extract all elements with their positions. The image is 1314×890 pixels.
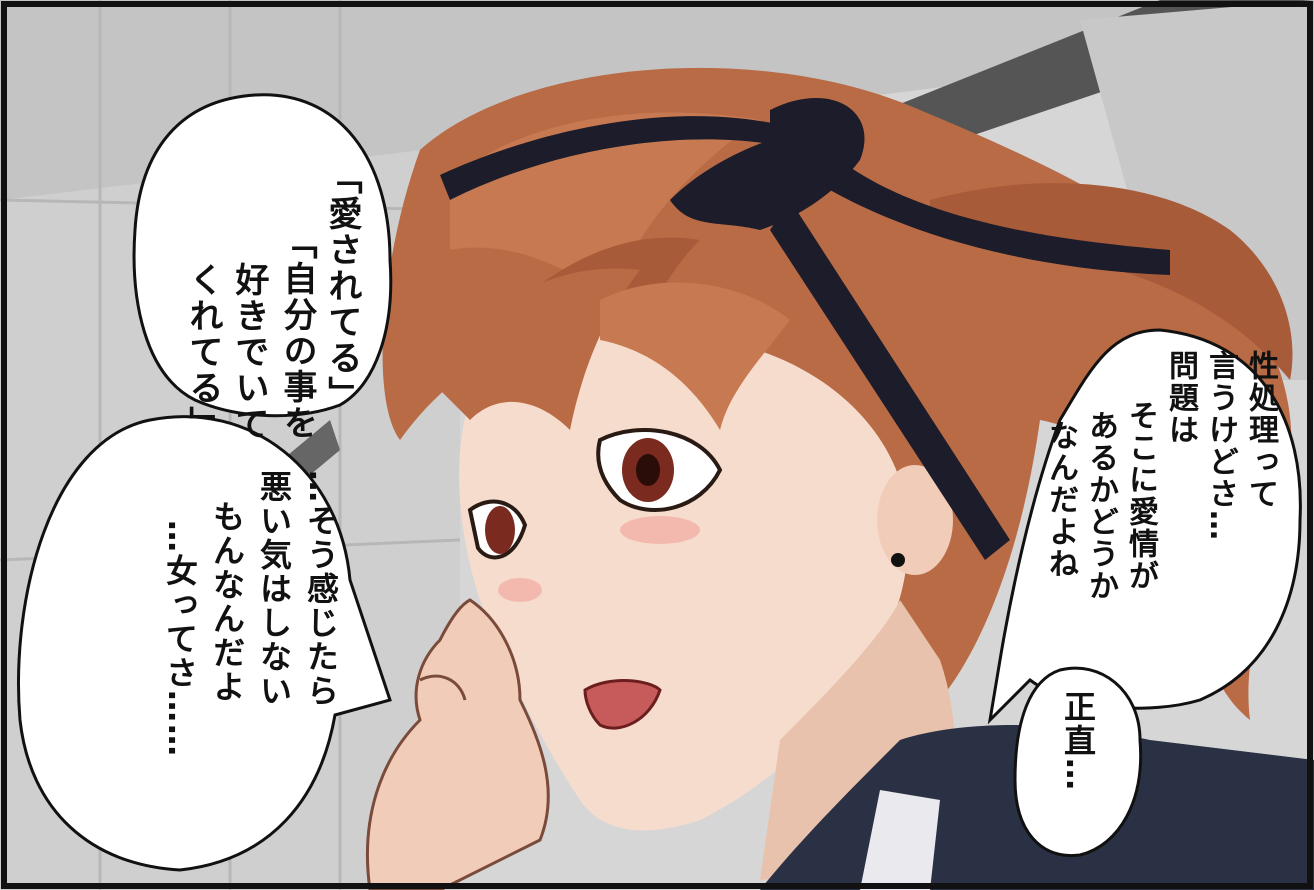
black-ribbon xyxy=(440,98,1170,560)
speech-bubble-right-bottom xyxy=(1013,666,1143,858)
bubble-text-right-top-3: 問題は xyxy=(1163,350,1198,446)
bubble-text-right-bottom-1: 正直… xyxy=(1059,690,1097,792)
speech-bubble-left-top xyxy=(132,93,393,418)
bubble-text-right-top-1: 性処理って xyxy=(1243,350,1278,510)
bubble-text-right-top-6: なんだよね xyxy=(1043,420,1078,580)
character-face xyxy=(430,268,955,880)
bubble-text-left-top-4: くれてる」 xyxy=(183,262,223,442)
bubble-text-left-bottom-2: 悪い気はしない xyxy=(255,470,293,708)
bubble-text-left-top-2: 「自分の事を xyxy=(277,225,317,441)
bubble-text-right-top-4: そこに愛情が xyxy=(1123,400,1158,592)
character-hand xyxy=(366,598,550,890)
bubble-text-left-top-1: 「愛されてる」 xyxy=(322,160,362,412)
bubble-text-left-top-3: 好きでいて xyxy=(229,262,269,442)
bubble-text-left-bottom-1: …そう感じたら xyxy=(302,470,340,708)
bubble-text-right-top-5: あるかどうか xyxy=(1083,410,1118,602)
bubble-text-right-top-2: 言うけどさ… xyxy=(1203,350,1238,542)
bubble-text-left-bottom-4: …女ってさ…… xyxy=(161,520,199,758)
bubble-text-left-bottom-3: もんなんだよ xyxy=(208,500,246,704)
speech-bubble-left-bottom xyxy=(17,415,392,872)
